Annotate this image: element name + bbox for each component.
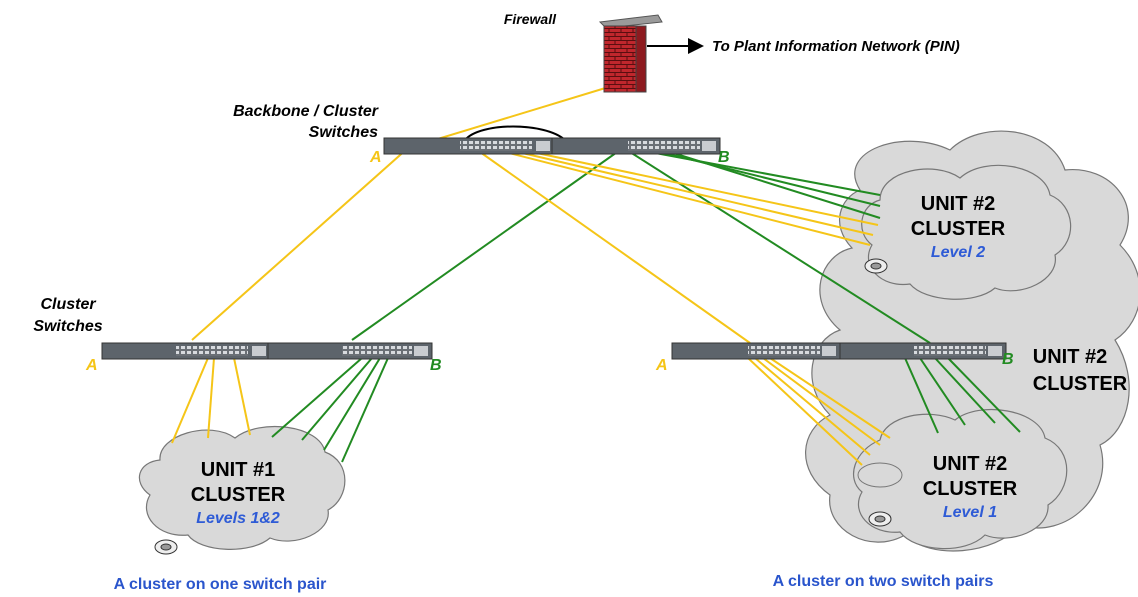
unit2-level2-subtitle: CLUSTER	[911, 218, 1006, 240]
unit2-level2-level: Level 2	[931, 244, 985, 261]
cluster-switches-label-line1: Cluster	[40, 296, 96, 313]
firewall-label: Firewall	[504, 11, 557, 27]
unit2-level1-level: Level 1	[943, 504, 997, 521]
unit2-outer-subtitle: CLUSTER	[1033, 373, 1128, 395]
side-a-label: A	[655, 357, 668, 374]
unit2-level1-title: UNIT #2	[933, 453, 1007, 475]
unit1-subtitle: CLUSTER	[191, 484, 286, 506]
switch-icon	[101, 342, 271, 360]
unit2-level2-title: UNIT #2	[921, 193, 995, 215]
pin-label: To Plant Information Network (PIN)	[712, 38, 960, 55]
links-backbone	[191, 85, 931, 344]
caption-right: A cluster on two switch pairs	[773, 573, 994, 590]
switch-icon	[383, 137, 555, 155]
side-b-label: B	[718, 149, 730, 166]
caption-left: A cluster on one switch pair	[114, 576, 327, 593]
unit1-level: Levels 1&2	[196, 510, 280, 527]
switch-icon	[839, 342, 1007, 360]
switch-icon	[267, 342, 433, 360]
link-u2l2-b3	[669, 151, 881, 219]
link-u2l2-a2	[517, 151, 874, 236]
backbone-interlink	[464, 125, 566, 141]
side-b-label: B	[430, 357, 442, 374]
unit1-title: UNIT #1	[201, 459, 275, 481]
side-b-label: B	[1002, 351, 1014, 368]
link-u2l2-a3	[531, 151, 879, 226]
unit1-cloud	[138, 425, 346, 550]
disk-icon	[864, 258, 888, 274]
cluster-switches-label-line2: Switches	[33, 318, 102, 335]
link-u2l2-a1	[504, 151, 871, 246]
unit2-outer-title: UNIT #2	[1033, 346, 1107, 368]
firewall-icon	[598, 14, 663, 93]
unit2-level2-cloud	[861, 164, 1072, 300]
side-a-label: A	[369, 149, 382, 166]
link-backbone-a-cluster-a	[191, 147, 409, 341]
link-backbone-a-right-a	[479, 151, 751, 344]
backbone-label-line2: Switches	[309, 124, 378, 141]
unit2-level1-subtitle: CLUSTER	[923, 478, 1018, 500]
backbone-label-line1: Backbone / Cluster	[233, 103, 379, 120]
switch-icon	[551, 137, 721, 155]
links-unit2-level1	[747, 357, 1021, 466]
switch-icon	[671, 342, 843, 360]
disk-icon	[154, 539, 178, 555]
disk-icon	[868, 511, 892, 527]
unit2-level1-cloud	[852, 408, 1068, 550]
side-a-label: A	[85, 357, 98, 374]
links-unit1	[171, 357, 389, 463]
link-backbone-b-cluster-b	[351, 149, 621, 341]
